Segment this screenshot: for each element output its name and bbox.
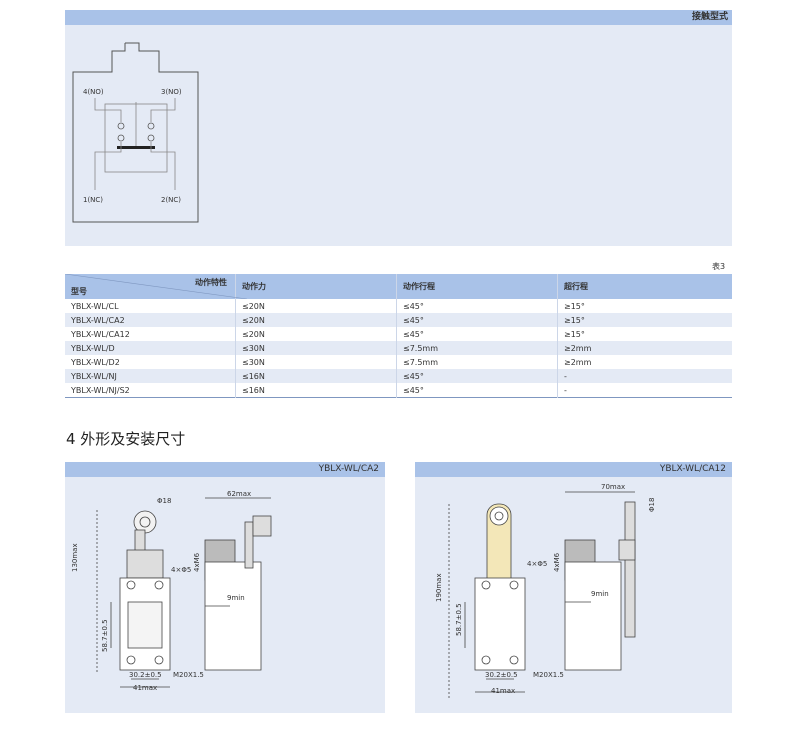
dim-thread: M20X1.5 (173, 671, 204, 679)
dim-screw: 4xM6 (553, 552, 561, 572)
contact-label-4no: 4(NO) (83, 88, 104, 96)
contact-label-3no: 3(NO) (161, 88, 182, 96)
spec-table: 动作特性 型号 动作力 动作行程 超行程 YBLX-WL/CL ≤20N ≤45… (65, 274, 732, 398)
dim-width-side: 70max (601, 483, 626, 491)
cell-model: YBLX-WL/CL (65, 299, 236, 313)
cell-force: ≤20N (235, 327, 397, 341)
cell-travel: ≤45° (396, 369, 558, 383)
contact-diagram (72, 42, 199, 223)
table-number: 表3 (712, 262, 726, 271)
header-action-force: 动作力 (235, 274, 397, 299)
table-row: YBLX-WL/NJ ≤16N ≤45° - (65, 369, 732, 383)
cell-force: ≤30N (235, 341, 397, 355)
cell-force: ≤20N (235, 313, 397, 327)
drawing-ca2 (96, 497, 272, 688)
cell-travel: ≤45° (396, 383, 558, 398)
drawing-title-ca12: YBLX-WL/CA12 (415, 462, 732, 477)
header-action-characteristic: 动作特性 (195, 278, 227, 287)
dim-side-offset: 9min (591, 590, 609, 598)
cell-model: YBLX-WL/D (65, 341, 236, 355)
contact-type-title: 接触型式 (65, 10, 732, 25)
cell-overtravel: - (564, 385, 567, 395)
cell-travel: ≤45° (396, 327, 558, 341)
dim-holes: 4×Φ5 (171, 566, 192, 574)
cell-force: ≤20N (235, 299, 397, 313)
cell-travel: ≤7.5mm (396, 355, 558, 369)
cell-travel: ≤45° (396, 299, 558, 313)
cell-overtravel: ≥2mm (564, 357, 592, 367)
table-row: YBLX-WL/D2 ≤30N ≤7.5mm ≥2mm (65, 355, 732, 369)
dim-holes: 4×Φ5 (527, 560, 548, 568)
cell-model: YBLX-WL/NJ (65, 369, 236, 383)
drawing-ca12 (448, 491, 636, 698)
dim-width-side: 62max (227, 490, 252, 498)
dim-base-spacing: 30.2±0.5 (485, 671, 518, 679)
dim-height: 130max (71, 543, 79, 572)
dim-roller: Φ18 (157, 497, 172, 505)
drawing-panel-ca12: YBLX-WL/CA12 Φ18 70max 190max 58.7±0.5 4… (415, 462, 732, 713)
dim-thread: M20X1.5 (533, 671, 564, 679)
cell-overtravel: ≥15° (564, 329, 585, 339)
drawing-panel-ca2: YBLX-WL/CA2 Φ18 62max 130max (65, 462, 385, 713)
dim-width-front: 41max (133, 684, 158, 692)
cell-travel: ≤7.5mm (396, 341, 558, 355)
contact-label-2nc: 2(NC) (161, 196, 182, 204)
cell-force: ≤30N (235, 355, 397, 369)
dim-side-offset: 9min (227, 594, 245, 602)
table-header-diagonal: 动作特性 型号 (65, 274, 247, 299)
cell-overtravel: - (564, 371, 567, 381)
cell-force: ≤16N (235, 369, 397, 383)
table-row: YBLX-WL/CL ≤20N ≤45° ≥15° (65, 299, 732, 313)
cell-overtravel: ≥2mm (564, 343, 592, 353)
cell-model: YBLX-WL/D2 (65, 355, 236, 369)
section-title: 4 外形及安装尺寸 (66, 430, 186, 448)
dim-base-spacing: 30.2±0.5 (129, 671, 162, 679)
cell-model: YBLX-WL/NJ/S2 (65, 383, 236, 398)
contact-type-panel: 接触型式 4(NO) 3(NO) 1(NC) 2(NC) (65, 10, 732, 246)
cell-overtravel: ≥15° (564, 301, 585, 311)
table-row: YBLX-WL/D ≤30N ≤7.5mm ≥2mm (65, 341, 732, 355)
contact-label-1nc: 1(NC) (83, 196, 104, 204)
dim-width-front: 41max (491, 687, 516, 695)
table-row: YBLX-WL/NJ/S2 ≤16N ≤45° - (65, 383, 732, 398)
cell-force: ≤16N (235, 383, 397, 398)
dim-hole-spacing: 58.7±0.5 (455, 603, 463, 636)
cell-model: YBLX-WL/CA2 (65, 313, 236, 327)
dim-roller: Φ18 (648, 497, 656, 512)
header-action-travel: 动作行程 (396, 274, 558, 299)
dim-screw: 4xM6 (193, 552, 201, 572)
table-row: YBLX-WL/CA12 ≤20N ≤45° ≥15° (65, 327, 732, 341)
dim-height: 190max (435, 573, 443, 602)
header-model: 型号 (71, 287, 87, 296)
header-over-travel: 超行程 (564, 282, 588, 291)
table-row: YBLX-WL/CA2 ≤20N ≤45° ≥15° (65, 313, 732, 327)
cell-model: YBLX-WL/CA12 (65, 327, 236, 341)
dim-hole-spacing: 58.7±0.5 (101, 619, 109, 652)
cell-overtravel: ≥15° (564, 315, 585, 325)
cell-travel: ≤45° (396, 313, 558, 327)
table-header-row: 动作特性 型号 动作力 动作行程 超行程 (65, 274, 732, 299)
drawing-title-ca2: YBLX-WL/CA2 (65, 462, 385, 477)
